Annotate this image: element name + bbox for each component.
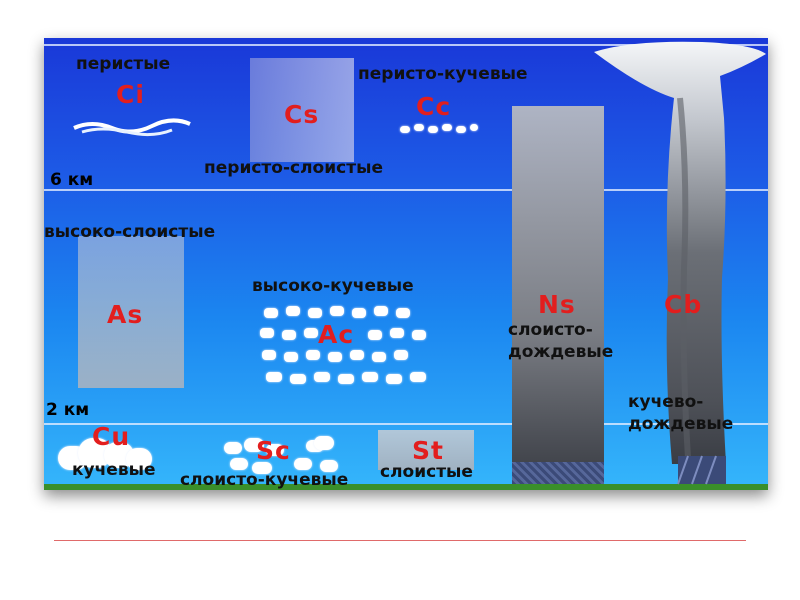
as-abbr: As xyxy=(107,300,143,329)
cu-name: кучевые xyxy=(72,460,155,480)
ci-name: перистые xyxy=(76,54,170,74)
cs-name: перисто-слоистые xyxy=(204,158,383,178)
cc-abbr: Cc xyxy=(416,92,451,121)
footer-divider xyxy=(54,540,746,541)
cc-name: перисто-кучевые xyxy=(358,64,528,84)
cs-abbr: Cs xyxy=(284,100,319,129)
cirrus-wisps xyxy=(72,116,192,138)
cb-abbr: Cb xyxy=(664,290,702,319)
ac-abbr: Ac xyxy=(318,320,354,349)
as-name: высоко-слоистые xyxy=(44,222,215,242)
ns-name-line1: слоисто- xyxy=(508,320,593,340)
sc-abbr: Sc xyxy=(256,436,291,465)
ns-rain xyxy=(512,462,604,484)
cu-abbr: Cu xyxy=(92,422,130,451)
altitude-label-2km: 2 км xyxy=(46,400,89,420)
ci-abbr: Ci xyxy=(116,80,145,109)
ac-name: высоко-кучевые xyxy=(252,276,414,296)
st-abbr: St xyxy=(412,436,444,465)
ns-abbr: Ns xyxy=(538,290,576,319)
cb-name-line1: кучево- xyxy=(628,392,703,412)
cb-name-line2: дождевые xyxy=(628,414,733,434)
sc-name: слоисто-кучевые xyxy=(180,470,348,490)
altitude-label-6km: 6 км xyxy=(50,170,93,190)
st-name: слоистые xyxy=(380,462,473,482)
cloud-types-diagram: 6 км 2 км перистые Ci Cs перисто-слоисты… xyxy=(44,38,768,490)
